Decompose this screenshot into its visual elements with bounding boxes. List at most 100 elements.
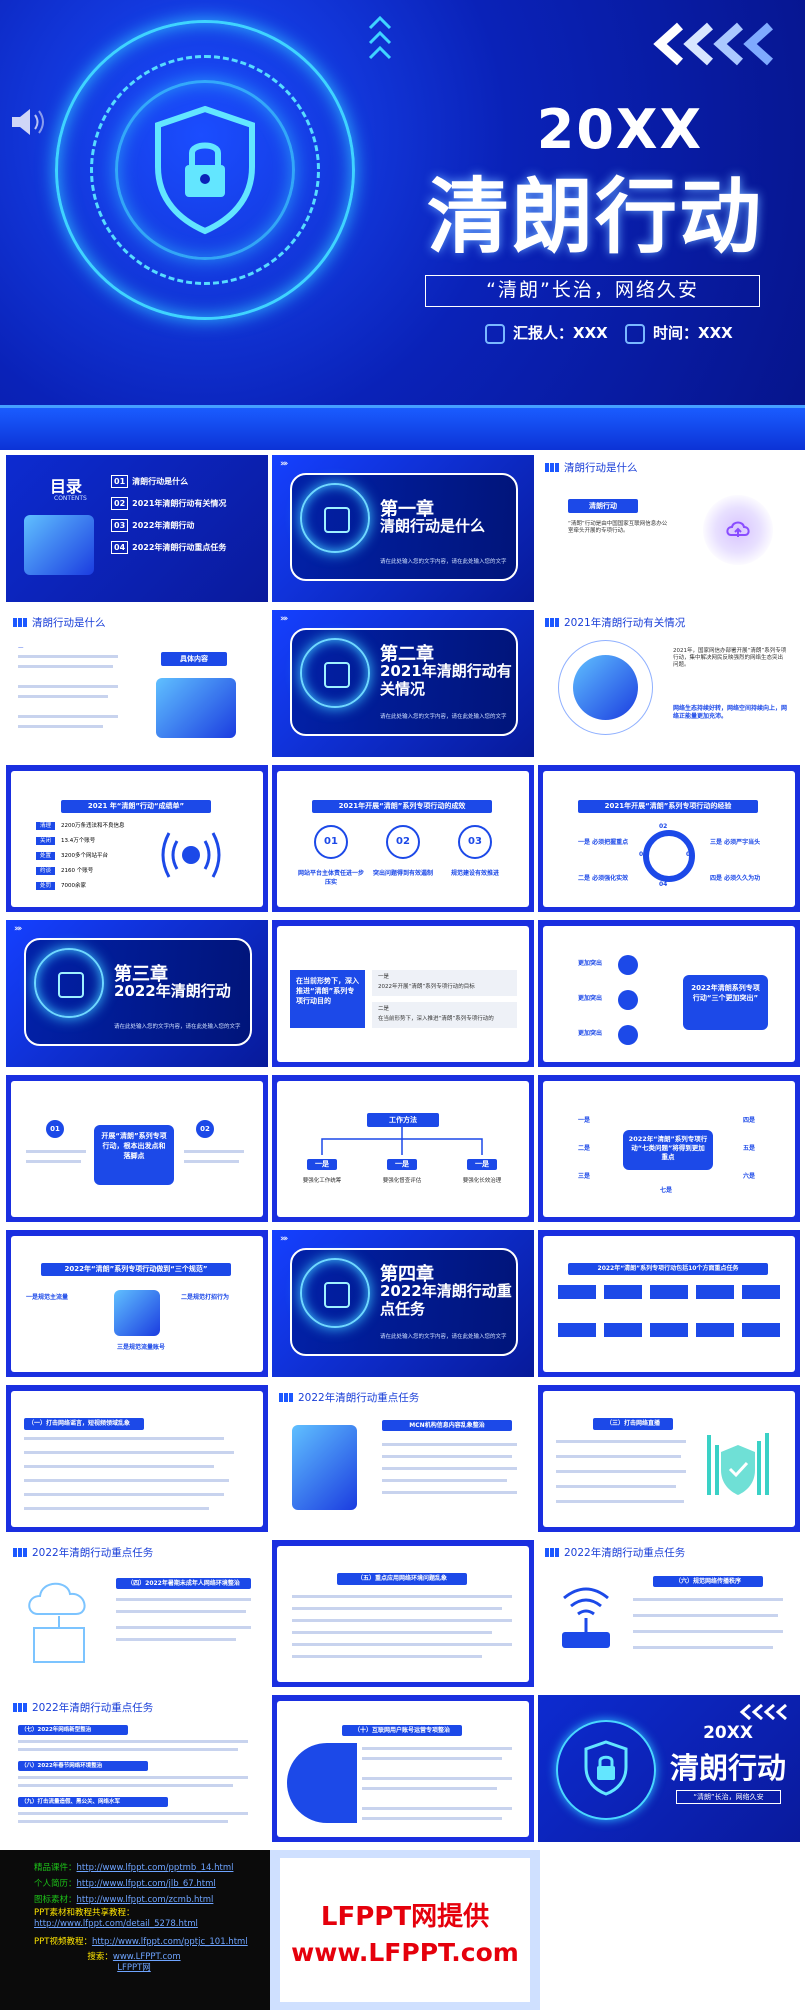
network-icon <box>618 990 638 1010</box>
slide-2022-1[interactable]: 2022年清朗行动 在当前形势下，深入推进“清朗”系列专项行动目的 一是 202… <box>272 920 534 1067</box>
chapter-desc: 请在此处输入您的文字内容，请在此处输入您的文字 <box>114 1024 241 1030</box>
text-line <box>18 1784 233 1787</box>
reporter-label: 汇报人：XXX <box>513 324 608 342</box>
slide-2021-4[interactable]: 2021年清朗行动有关情况 2021年开展“清朗”系列专项行动的经验 02 01… <box>538 765 800 912</box>
slide-2022-5[interactable]: 2022年清朗行动 2022年“清朗”系列专项行动“七类问题”将得到更加重点 一… <box>538 1075 800 1222</box>
chevrons-icon: ›››› <box>280 614 289 624</box>
slide-2021-3[interactable]: 2021年清朗行动有关情况 2021年开展“清朗”系列专项行动的成效 01 02… <box>272 765 534 912</box>
slide-chapter-3[interactable]: ›››› 第三章 2022年清朗行动 请在此处输入您的文字内容，请在此处输入您的… <box>6 920 268 1067</box>
text-line <box>18 1812 248 1815</box>
brand-panel: LFPPT网提供 www.LFPPT.com <box>270 1850 540 2010</box>
content-pill: 2022年“清朗”系列专项行动做到“三个规范” <box>41 1263 231 1276</box>
text-line <box>362 1817 502 1820</box>
chapter-name: 2022年清朗行动重点任务 <box>380 1282 512 1318</box>
wifi-router-icon <box>562 1587 610 1648</box>
slide-tasks-8[interactable]: 2022年清朗行动重点任务 （七）2022年网络新型整治 （八）2022年春节网… <box>6 1695 268 1842</box>
resource-link[interactable]: PPT视频教程：http://www.lfppt.com/pptjc_101.h… <box>34 1937 248 1947</box>
slide-header: 2022年清朗行动重点任务 <box>6 1695 268 1717</box>
slide-header: 2022年清朗行动重点任务 <box>538 1540 800 1562</box>
slide-header: 2022年清朗行动 <box>538 1075 800 1097</box>
number-badge: 02 <box>196 1120 214 1138</box>
resource-link[interactable]: 图标素材：http://www.lfppt.com/zcmb.html <box>34 1895 214 1905</box>
text-line <box>556 1470 686 1473</box>
content-pill: 2022年“清朗”系列专项行动包括10个方面重点任务 <box>568 1263 768 1275</box>
slide-tasks-5[interactable]: 2022年清朗行动重点任务 （四）2022年暑期未成年人网络环境整治 <box>6 1540 268 1687</box>
slide-2022-6[interactable]: 2022年清朗行动 2022年“清朗”系列专项行动做到“三个规范” 一是规范主流… <box>6 1230 268 1377</box>
text-line <box>382 1455 512 1458</box>
text-line <box>382 1479 507 1482</box>
method-tag: 一是 <box>307 1159 337 1170</box>
cycle-label: 一是 必须把握重点 <box>578 839 629 846</box>
5g-tower-illustration <box>292 1425 357 1510</box>
point-card: 一是 2022年开展“清朗”系列专项行动的目标 <box>372 970 517 996</box>
step-circle: 03 <box>458 825 492 859</box>
slide-what-1[interactable]: 清朗行动是什么 清朗行动 “清朗”行动是由中国国家互联网信息办公室牵头开展的专项… <box>538 455 800 602</box>
slide-2021-1[interactable]: 2021年清朗行动有关情况 2021年，国家网信办部署开展“清朗”系列专项行动，… <box>538 610 800 757</box>
slide-chapter-4[interactable]: ›››› 第四章 2022年清朗行动重点任务 请在此处输入您的文字内容，请在此处… <box>272 1230 534 1377</box>
slide-tasks-9[interactable]: 2022年清朗行动重点任务 （十）互联网用户账号运营专项整治 <box>272 1695 534 1842</box>
chevrons-icon: ›››› <box>280 459 289 469</box>
toc-subtitle: CONTENTS <box>54 495 87 502</box>
number-badge: 01 <box>46 1120 64 1138</box>
slide-2022-2[interactable]: 2022年清朗行动 更加突出 更加突出 更加突出 2022年清朗系列专项行动“三… <box>538 920 800 1067</box>
content-pill: 2021年开展“清朗”系列专项行动的成效 <box>312 800 492 813</box>
resource-link[interactable]: 精品课件：http://www.lfppt.com/pptmb_14.html <box>34 1863 234 1873</box>
content-text: — <box>18 645 24 651</box>
closing-title: 清朗行动 <box>669 1751 786 1785</box>
slide-2022-4[interactable]: 2022年清朗行动 工作方法 一是 一是 一是 要强化工作统筹 要强化督查评估 … <box>272 1075 534 1222</box>
slide-chapter-2[interactable]: ›››› 第二章 2021年清朗行动有关情况 请在此处输入您的文字内容，请在此处… <box>272 610 534 757</box>
hero-year: 20XX <box>536 98 704 161</box>
norm-item: 二是规范打招行为 <box>181 1294 230 1301</box>
slide-tasks-7[interactable]: 2022年清朗行动重点任务 （六）规范网络传播秩序 <box>538 1540 800 1687</box>
cycle-label: 二是 必须强化实效 <box>578 875 629 882</box>
slide-tasks-4[interactable]: 2022年清朗行动重点任务 （三）打击网络直播 <box>538 1385 800 1532</box>
resource-link[interactable]: PPT素材和教程共享教程：http://www.lfppt.com/detail… <box>34 1908 198 1929</box>
text-line <box>556 1500 684 1503</box>
title-slide: 20XX 清朗行动 “清朗”长治，网络久安 汇报人：XXX 时间：XXX <box>0 0 805 450</box>
closing-year: 20XX <box>703 1723 753 1743</box>
cycle-label: 四是 必须久久为功 <box>710 875 761 882</box>
content-text: 2021年，国家网信办部署开展“清朗”系列专项行动，集中解决网民反映强烈的网络生… <box>673 648 787 668</box>
person-icon <box>485 323 505 344</box>
chevrons-icon: ›››› <box>14 924 23 934</box>
text-line <box>18 685 118 688</box>
slide-closing[interactable]: 20XX 清朗行动 “清朗”长治，网络久安 <box>538 1695 800 1842</box>
task-cell <box>558 1323 596 1337</box>
slide-2022-3[interactable]: 2022年清朗行动 01 02 开展“清朗”系列专项行动，根本出发点和落脚点 <box>6 1075 268 1222</box>
outer-glow-ring <box>55 20 355 320</box>
text-line <box>24 1493 224 1496</box>
content-pill: 2021年开展“清朗”系列专项行动的经验 <box>578 800 758 813</box>
slide-tasks-3[interactable]: 2022年清朗行动重点任务 MCN机构信息内容乱象整治 <box>272 1385 534 1532</box>
chapter-number: 第二章 <box>380 644 434 665</box>
slide-frame <box>277 1546 529 1682</box>
slide-what-2[interactable]: 清朗行动是什么 — 具体内容 <box>6 610 268 757</box>
slide-tasks-2[interactable]: 2022年清朗行动重点任务 （一）打击网络谣言，短视频领域乱象 <box>6 1385 268 1532</box>
slide-chapter-1[interactable]: ›››› 第一章 清朗行动是什么 请在此处输入您的文字内容，请在此处输入您的文字 <box>272 455 534 602</box>
slide-tasks-6[interactable]: 2022年清朗行动重点任务 （五）重点应用网络环境问题乱象 <box>272 1540 534 1687</box>
slide-tasks-1[interactable]: 2022年清朗行动重点任务 2022年“清朗”系列专项行动包括10个方面重点任务 <box>538 1230 800 1377</box>
hero-subtitle: “清朗”长治，网络久安 <box>425 275 760 307</box>
task-cell <box>558 1285 596 1299</box>
resource-link[interactable]: 个人简历：http://www.lfppt.com/jlb_67.html <box>34 1879 216 1889</box>
shield-lock-icon <box>584 1740 628 1796</box>
text-line <box>24 1451 234 1454</box>
globe-lock-icon <box>34 948 104 1018</box>
text-line <box>362 1787 497 1790</box>
slide-header: 2022年清朗行动重点任务 <box>538 1230 800 1252</box>
slide-header: 2022年清朗行动重点任务 <box>538 1385 800 1407</box>
slide-frame <box>11 1391 263 1527</box>
task-cell <box>650 1323 688 1337</box>
speaker-icon[interactable] <box>8 105 48 139</box>
signal-waves-icon <box>161 832 221 878</box>
